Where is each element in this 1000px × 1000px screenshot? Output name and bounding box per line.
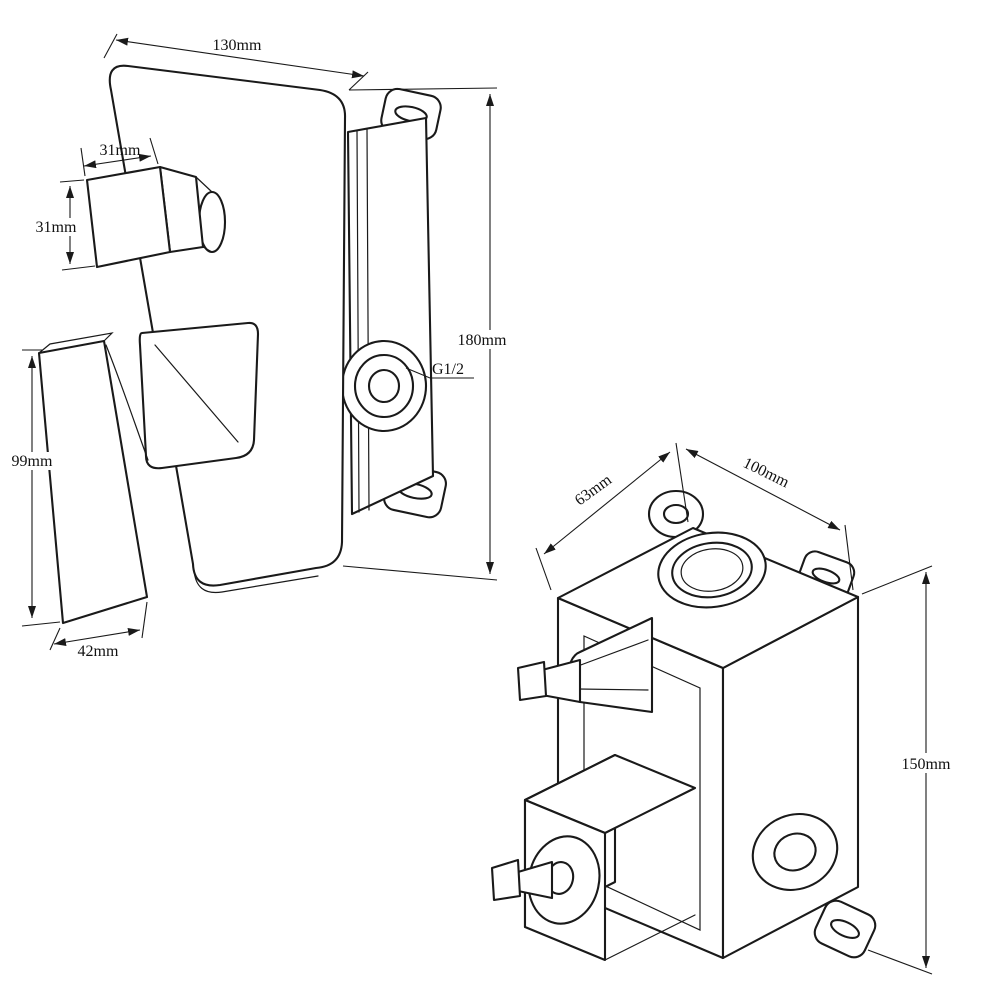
- outlet-inner-circle: [367, 368, 401, 404]
- side-port: [751, 813, 839, 891]
- iso-bottom-right-ear: [813, 899, 877, 959]
- side-port-outer: [751, 813, 839, 891]
- extension-line: [861, 565, 933, 595]
- body-rib-line: [366, 128, 370, 511]
- valve-body-side: [340, 87, 447, 519]
- diverter-housing: [490, 753, 697, 962]
- extension-line: [844, 524, 854, 591]
- label-mask: [452, 330, 514, 349]
- body-outline: [346, 116, 435, 516]
- extension-line: [80, 147, 86, 177]
- dimension-line: [83, 153, 152, 169]
- dimension-line: [543, 451, 671, 555]
- handle-base-chamfer: [154, 344, 239, 443]
- dim-knob-width: 31mm: [80, 137, 159, 177]
- lever-handle: [37, 321, 260, 625]
- dim-plate-width: 130mm: [103, 33, 369, 91]
- extension-line: [149, 137, 159, 165]
- top-boss-mid: [671, 541, 753, 599]
- knob-front-face: [85, 165, 172, 269]
- iso-bottom-right-ear-slot: [830, 918, 860, 940]
- extension-line: [348, 71, 369, 91]
- hex-facet-line: [577, 639, 649, 667]
- dim-body-height-label: 150mm: [902, 756, 951, 773]
- front-view: 130mm 31mm 31mm 180mm G1/2: [6, 33, 514, 660]
- dimension-line: [53, 627, 141, 647]
- dim-knob-depth-label: 31mm: [36, 219, 77, 236]
- cartridge-stem: [516, 616, 654, 714]
- plate-thickness-line: [193, 569, 319, 594]
- extension-line: [61, 265, 96, 271]
- diverter-knob: [85, 165, 227, 269]
- extension-line: [141, 601, 148, 639]
- outlet-port: [340, 339, 428, 433]
- dim-knob-depth: 31mm: [34, 179, 96, 271]
- dim-body-height: 150mm: [861, 565, 960, 975]
- dimension-line: [115, 37, 365, 79]
- dim-plate-height: 180mm: [342, 87, 514, 581]
- dim-knob-width-label: 31mm: [100, 142, 141, 159]
- label-mask: [6, 452, 58, 470]
- extension-line: [59, 179, 85, 183]
- dimension-line: [685, 448, 841, 531]
- knob-boss-line: [195, 176, 213, 193]
- extension-line: [21, 621, 61, 627]
- extension-line: [49, 627, 61, 651]
- label-mask: [34, 218, 78, 236]
- outlet-outer-circle: [353, 353, 415, 419]
- knob-boss-line: [202, 246, 213, 253]
- dim-handle-width-label: 42mm: [78, 643, 119, 660]
- housing-bottom-edge: [604, 914, 696, 961]
- leader-line: [405, 367, 474, 379]
- dim-handle-length-label: 99mm: [12, 453, 53, 470]
- top-inlet-boss: [657, 531, 767, 609]
- extension-line: [348, 87, 498, 91]
- outlet-thread-label: G1/2: [432, 361, 464, 378]
- dim-outlet-thread: G1/2: [405, 361, 474, 379]
- dim-body-width-label: 100mm: [740, 455, 792, 492]
- handle-neck-curve: [105, 344, 149, 461]
- dim-handle-length: 99mm: [6, 349, 61, 627]
- side-port-inner: [773, 832, 817, 872]
- iso-view: 63mm 100mm 150mm: [490, 442, 960, 975]
- handle-bar-top-edge: [38, 332, 114, 354]
- dim-plate-height-label: 180mm: [458, 332, 507, 349]
- handle-bar: [37, 339, 149, 625]
- dim-handle-width: 42mm: [49, 601, 148, 660]
- dim-body-depth-label: 63mm: [572, 471, 616, 509]
- diverter-shaft-tip: [490, 858, 522, 902]
- body-rib-line: [356, 130, 360, 513]
- extension-line: [535, 547, 552, 591]
- extension-line: [342, 565, 498, 581]
- hex-facet-line: [577, 688, 649, 691]
- label-mask: [892, 753, 960, 773]
- extension-line: [867, 949, 933, 975]
- dim-plate-width-label: 130mm: [213, 37, 262, 54]
- top-boss-inner: [680, 548, 744, 592]
- stem-square-tip: [516, 660, 548, 702]
- extension-line: [103, 33, 118, 59]
